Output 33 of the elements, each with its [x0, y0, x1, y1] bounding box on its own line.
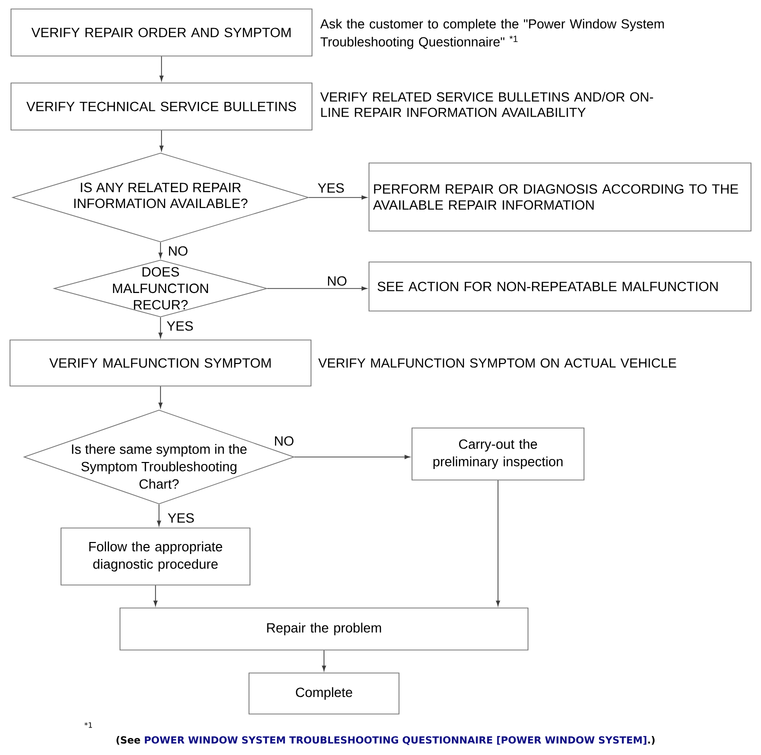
arrow — [158, 242, 163, 258]
edge-label: YES — [168, 513, 194, 523]
edge-label: NO — [328, 276, 346, 286]
note-text: VERIFY RELATED SERVICE BULLETINS AND/OR ON-LINE REPAIR INFORMATION AVAILABILITY — [320, 92, 654, 118]
arrow — [156, 504, 162, 526]
note-text: Ask the customer to complete the "Power Window System Troubleshooting Questionnaire" $^{*1}$ — [320, 18, 664, 50]
process-box: PERFORM REPAIR OR DIAGNOSIS ACCORDING TO THE AVAILABLE REPAIR INFORMATION — [368, 162, 752, 232]
edge-label: YES — [166, 321, 193, 331]
terminal-box: Complete — [248, 672, 400, 714]
process-box: Follow the appropriate diagnostic procedure — [60, 528, 250, 586]
note-text: VERIFY MALFUNCTION SYMPTOM ON ACTUAL VEHICLE — [318, 358, 676, 368]
process-box: VERIFY REPAIR ORDER AND SYMPTOM — [10, 8, 312, 56]
process-box: VERIFY TECHNICAL SERVICE BULLETINS — [10, 82, 312, 130]
arrow — [267, 286, 368, 291]
arrow — [158, 317, 163, 338]
process-box: SEE ACTION FOR NON-REPEATABLE MALFUNCTION — [368, 262, 752, 312]
arrow — [153, 585, 158, 606]
link-text: POWER WINDOW SYSTEM TROUBLESHOOTING QUESTIONNAIRE [POWER WINDOW SYSTEM] — [144, 736, 646, 745]
process-box: Repair the problem — [120, 608, 528, 650]
edge-label: NO — [275, 436, 294, 446]
arrow — [294, 454, 410, 460]
arrow — [496, 480, 500, 606]
arrow — [159, 130, 164, 152]
footnote-text: (See — [116, 736, 140, 745]
arrow — [308, 195, 368, 200]
edge-label: YES — [318, 183, 344, 193]
arrow — [159, 56, 164, 82]
edge-label: NO — [169, 246, 188, 256]
arrow — [322, 650, 326, 672]
process-box: Carry-out the preliminary inspection — [412, 428, 584, 480]
footnote-text: .) — [648, 736, 655, 745]
process-box: VERIFY MALFUNCTION SYMPTOM — [10, 340, 312, 386]
arrow — [158, 386, 163, 408]
